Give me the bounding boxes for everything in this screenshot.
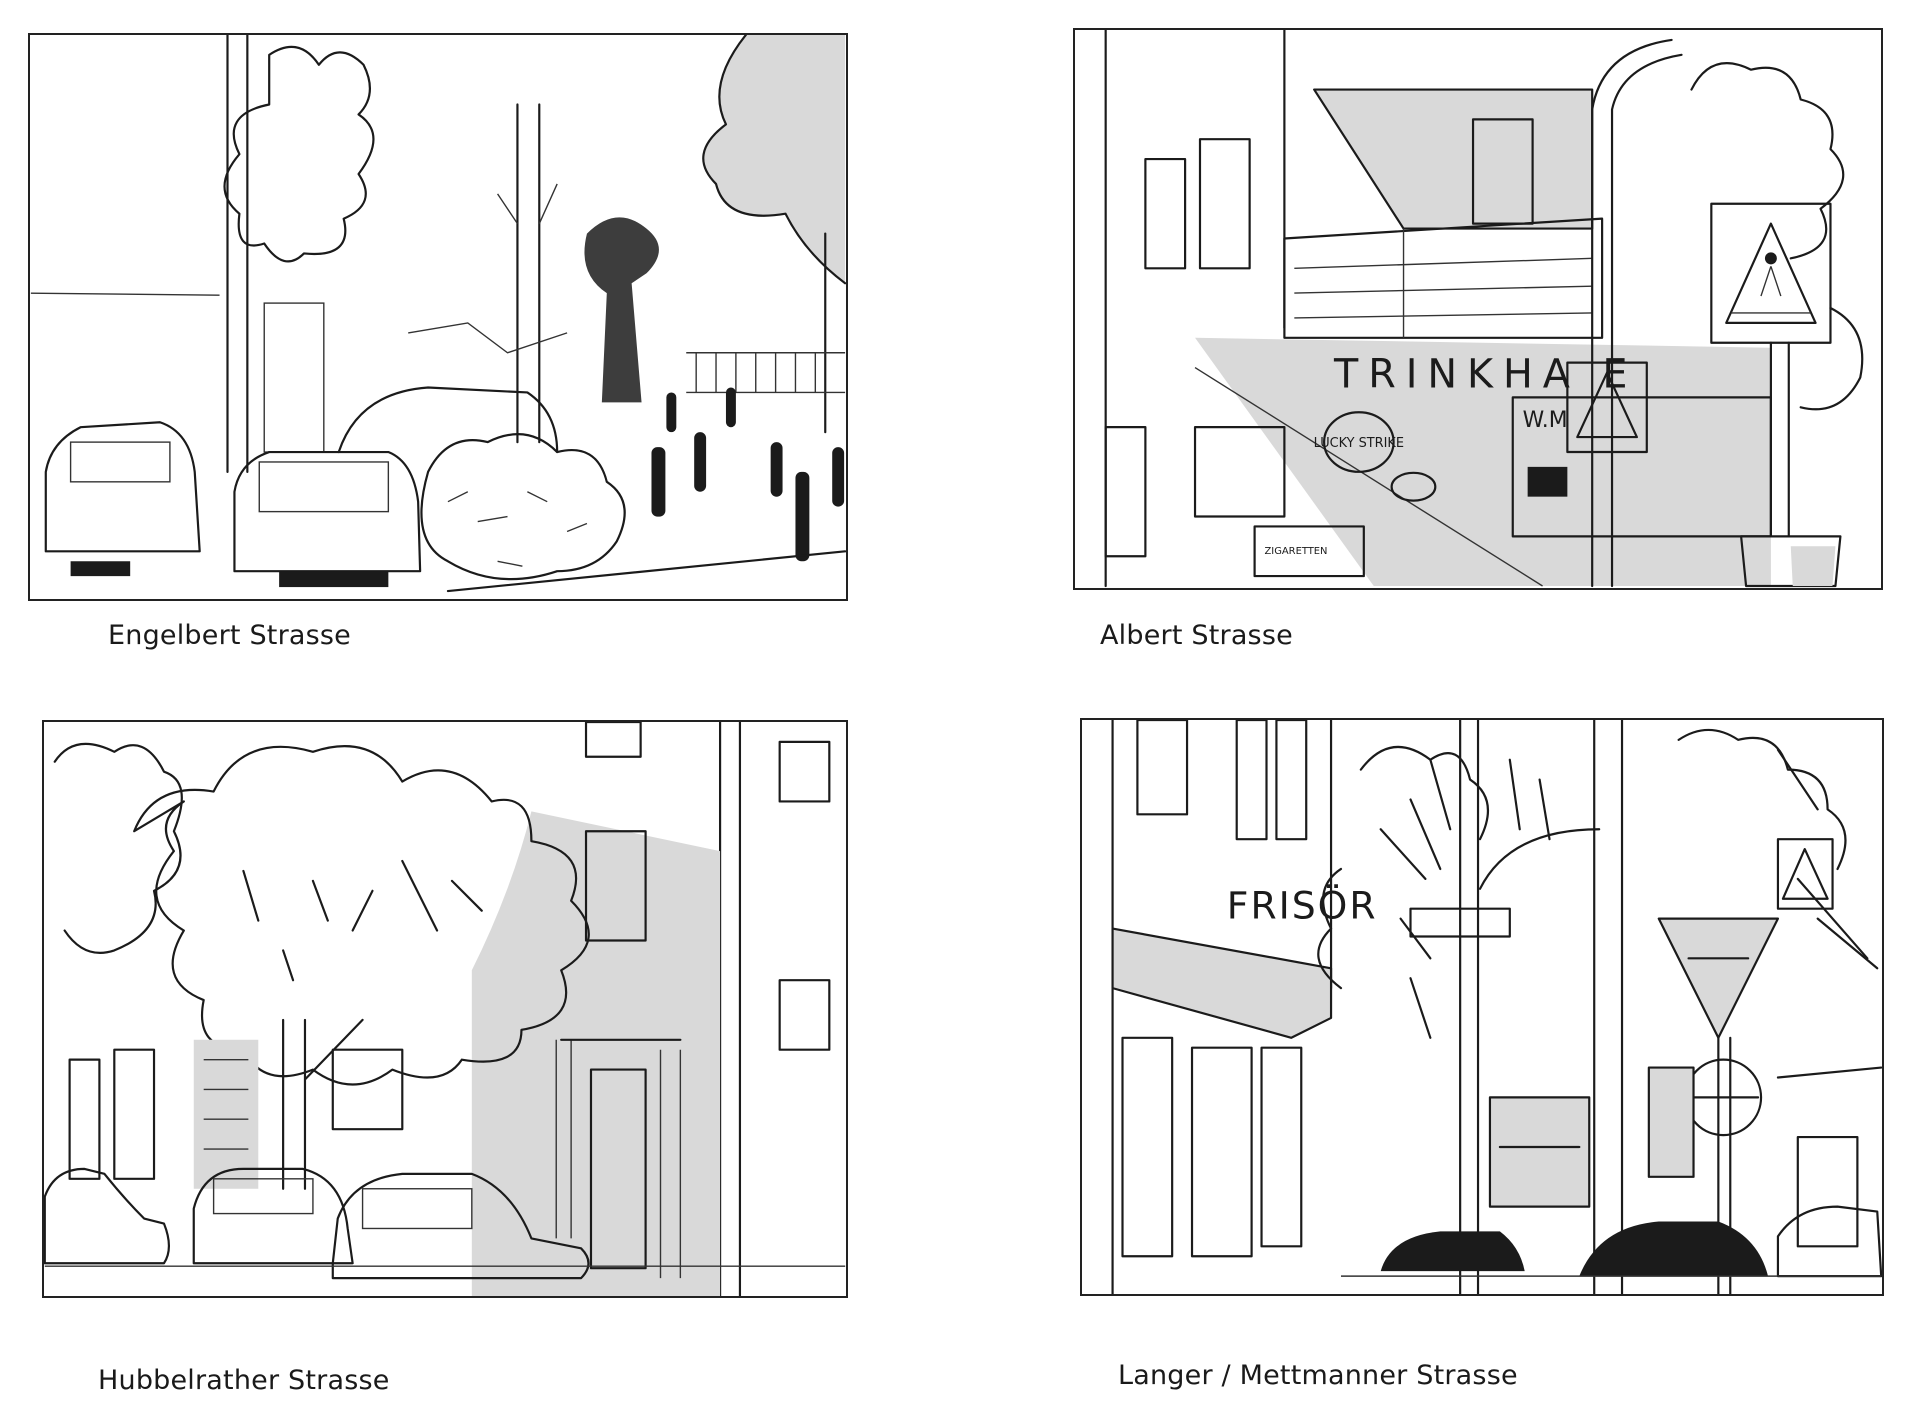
- sketch-caption: Hubbelrather Strasse: [98, 1365, 390, 1396]
- salon-sign: FRISÖR: [1227, 884, 1378, 928]
- shop-sign: W.M: [1523, 408, 1568, 433]
- sketch-engelbert-strasse: [28, 33, 848, 601]
- sketch-caption: Engelbert Strasse: [108, 620, 351, 651]
- street-drawing: [44, 722, 846, 1296]
- kiosk-sign: TRINKHA E: [1333, 351, 1637, 397]
- sketch-hubbelrather-strasse: [42, 720, 848, 1298]
- sketch-caption: Albert Strasse: [1100, 620, 1293, 651]
- cigarette-box-label: ZIGARETTEN: [1265, 546, 1328, 557]
- poster-sign: LUCKY STRIKE: [1314, 436, 1404, 451]
- sketch-caption: Langer / Mettmanner Strasse: [1118, 1360, 1518, 1391]
- street-drawing: TRINKHA E LUCKY STRIKE W.M ZIGARETTEN: [1104, 30, 1864, 588]
- sketch-langer-mettmanner-strasse: FRISÖR: [1080, 718, 1884, 1296]
- street-drawing: [30, 35, 846, 593]
- sketch-albert-strasse: TRINKHA E LUCKY STRIKE W.M ZIGARETTEN: [1073, 28, 1883, 590]
- street-drawing: FRISÖR: [1111, 720, 1882, 1294]
